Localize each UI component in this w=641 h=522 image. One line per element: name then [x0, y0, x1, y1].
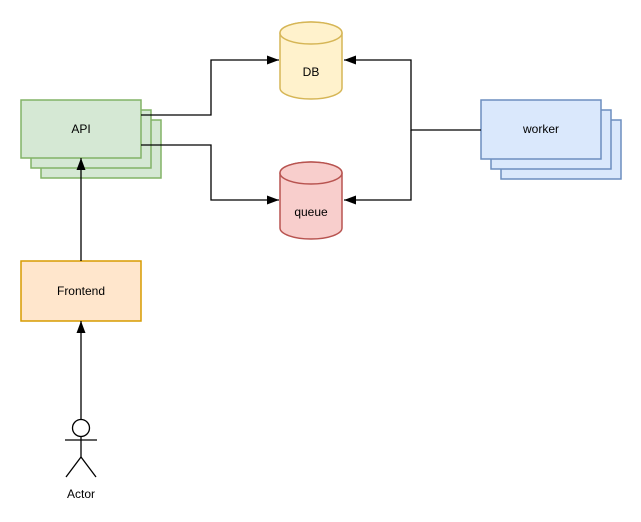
node-db[interactable]	[279, 21, 343, 100]
api-stack-rect-front	[20, 99, 142, 159]
queue-cylinder-top	[279, 161, 343, 185]
node-actor[interactable]	[65, 418, 97, 478]
edge-worker-db[interactable]	[344, 55, 481, 131]
db-cylinder-top	[279, 21, 343, 45]
node-frontend[interactable]	[20, 260, 142, 322]
node-worker[interactable]	[480, 99, 622, 180]
actor-legs	[65, 456, 97, 478]
frontend-rect	[20, 260, 142, 322]
worker-stack-rect-front	[480, 99, 602, 160]
actor-head	[71, 418, 91, 438]
edge-worker-queue[interactable]	[344, 130, 412, 205]
edge-api-db[interactable]	[141, 55, 279, 116]
node-api[interactable]	[20, 99, 162, 179]
node-queue[interactable]	[279, 161, 343, 240]
edge-layer	[76, 55, 481, 419]
edge-api-queue[interactable]	[141, 144, 279, 205]
